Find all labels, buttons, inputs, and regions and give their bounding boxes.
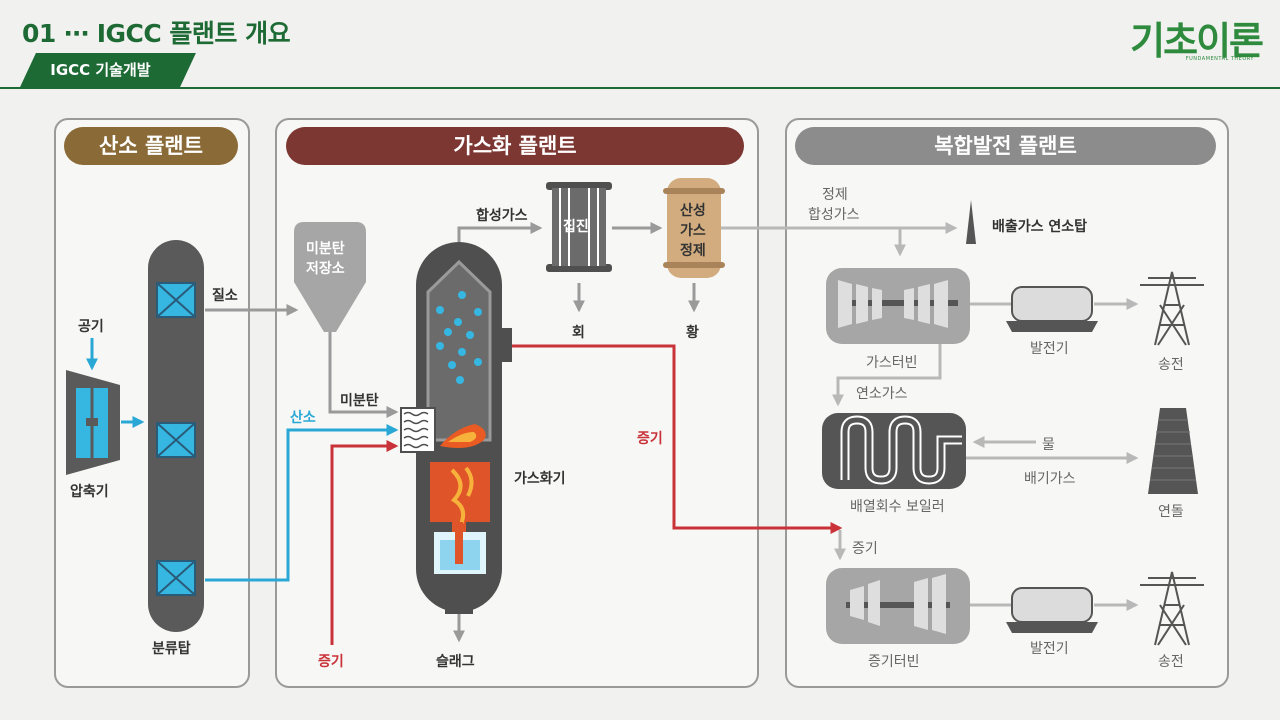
transmission-2-label: 송전 bbox=[1158, 654, 1184, 670]
oxygen-plant-title: 산소 플랜트 bbox=[64, 127, 238, 165]
steam-in-line bbox=[330, 440, 399, 645]
header-divider bbox=[0, 87, 1280, 89]
distillation-tower bbox=[148, 240, 204, 632]
gas-turbine bbox=[826, 268, 970, 344]
syngas-label: 합성가스 bbox=[476, 208, 528, 224]
air-label: 공기 bbox=[78, 319, 104, 335]
gas-turbine-label: 가스터빈 bbox=[866, 355, 918, 371]
acid-gas-cleanup bbox=[663, 178, 725, 278]
coal-storage-label-1: 미분탄 bbox=[306, 241, 345, 257]
slag-label: 슬래그 bbox=[436, 654, 475, 670]
transmission-tower-2 bbox=[1140, 571, 1204, 646]
gasifier-vessel bbox=[416, 242, 512, 614]
steam-turbine-label: 증기터빈 bbox=[868, 654, 920, 670]
dust-collector bbox=[546, 182, 612, 272]
gasifier-label: 가스화기 bbox=[514, 471, 566, 487]
steam-to-hrsg-line bbox=[512, 344, 843, 534]
clean-syngas-label-2: 합성가스 bbox=[808, 207, 860, 223]
steam-gray-label: 증기 bbox=[852, 541, 878, 557]
syngas-line bbox=[457, 222, 543, 242]
compressor-label: 압축기 bbox=[70, 484, 109, 500]
chimney-stack bbox=[1148, 408, 1198, 494]
steam-in-label: 증기 bbox=[318, 654, 344, 670]
hrsg-label: 배열회수 보일러 bbox=[850, 499, 945, 515]
transmission-1-label: 송전 bbox=[1158, 357, 1184, 373]
acid-gas-label-2: 가스 bbox=[680, 223, 706, 239]
generator-1-label: 발전기 bbox=[1030, 341, 1069, 357]
pulverized-coal-line bbox=[328, 332, 399, 418]
air-compressor bbox=[66, 370, 120, 475]
combustion-gas-label: 연소가스 bbox=[856, 386, 908, 402]
combustion-gas-line bbox=[832, 344, 942, 407]
hrsg-boiler bbox=[822, 413, 966, 489]
burner-mixer bbox=[400, 407, 436, 453]
nitrogen-label: 질소 bbox=[212, 288, 238, 304]
combined-cycle-title: 복합발전 플랜트 bbox=[795, 127, 1216, 165]
oxygen-line bbox=[205, 424, 399, 582]
steam-turbine bbox=[826, 568, 970, 644]
brand-logo: 기초이론 bbox=[1130, 19, 1264, 63]
gasification-plant-title: 가스화 플랜트 bbox=[286, 127, 744, 165]
water-label: 물 bbox=[1042, 437, 1055, 453]
generator-1 bbox=[1006, 286, 1098, 332]
dust-collector-label: 집진 bbox=[563, 219, 589, 235]
exhaust-gas-label: 배기가스 bbox=[1024, 471, 1076, 487]
clean-syngas-label-1: 정제 bbox=[822, 187, 848, 203]
sulfur-label: 황 bbox=[686, 325, 699, 341]
chimney-label: 연돌 bbox=[1158, 504, 1184, 520]
coal-storage-hopper bbox=[294, 222, 366, 332]
oxygen-label: 산소 bbox=[290, 410, 316, 426]
acid-gas-label-3: 정제 bbox=[680, 243, 706, 259]
coal-storage-label-2: 저장소 bbox=[306, 261, 345, 277]
generator-2-label: 발전기 bbox=[1030, 641, 1069, 657]
flare-stack-label: 배출가스 연소탑 bbox=[992, 219, 1088, 235]
tower-label: 분류탑 bbox=[152, 641, 191, 657]
acid-gas-label-1: 산성 bbox=[680, 203, 706, 219]
brand-logo-tagline: FUNDAMENTAL THEORY bbox=[1185, 56, 1254, 62]
generator-2 bbox=[1006, 587, 1098, 633]
transmission-tower-1 bbox=[1140, 271, 1204, 346]
steam-red-label: 증기 bbox=[637, 431, 663, 447]
ash-label: 회 bbox=[572, 325, 585, 341]
flare-stack bbox=[966, 200, 976, 244]
pulverized-coal-label: 미분탄 bbox=[340, 393, 379, 409]
page-title: 01 ⋯ IGCC 플랜트 개요 bbox=[22, 19, 291, 48]
